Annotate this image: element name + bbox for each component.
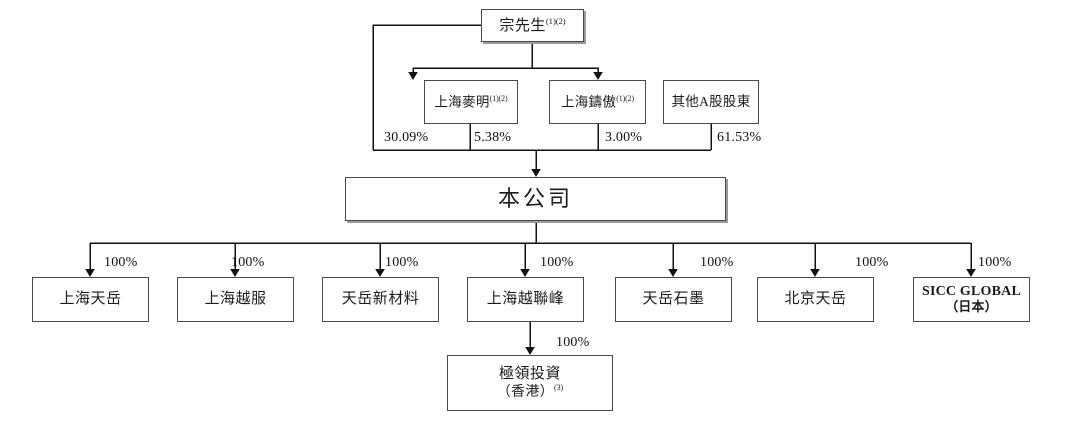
node-label-zong-xiansheng: 宗先生(1)(2) [499,15,566,34]
node-beijing-tianyue: 北京天岳 [757,277,874,322]
node-label-shanghai-yuelianfeng: 上海越聯峰 [486,290,565,307]
edge-zong-to-zhuao [532,67,599,74]
edge-label-pct-othera-company: 61.53% [717,130,762,145]
node-zong-xiansheng: 宗先生(1)(2) [481,9,584,42]
node-label-beijing-tianyue: 北京天岳 [784,290,847,307]
edge-label-pct-sicc: 100% [978,255,1012,270]
edge-zong-to-maiming [412,42,533,74]
node-other-a-shares: 其他A股股東 [663,80,759,124]
edge-label-pct-jiling: 100% [556,335,590,350]
node-jiling-touzi: 極領投資（香港）(3) [447,355,613,411]
node-sicc-global: SICC GLOBAL（日本） [913,277,1030,322]
node-shanghai-maiming: 上海麥明(1)(2) [424,80,518,124]
node-label2-jiling-touzi: （香港）(3) [496,383,564,399]
edge-label-pct-maiming-company: 5.38% [474,130,512,145]
edge-label-pct-zong-company: 30.09% [384,130,429,145]
edge-label-pct-yuelianfeng: 100% [540,255,574,270]
edge-label-pct-xincailiao: 100% [385,255,419,270]
node-label-tianyue-xincailiao: 天岳新材料 [341,290,420,307]
node-tianyue-xincailiao: 天岳新材料 [322,277,439,322]
node-the-company: 本公司 [345,177,726,221]
node-tianyue-shimo: 天岳石墨 [615,277,732,322]
node-shanghai-yuefu: 上海越服 [177,277,294,322]
node-label-sicc-global: SICC GLOBAL（日本） [921,283,1022,315]
node-sup2-jiling-touzi: (3) [554,383,564,393]
edge-label-pct-yuefu: 100% [231,255,265,270]
node-label-shanghai-yuefu: 上海越服 [204,290,267,307]
node-shanghai-yuelianfeng: 上海越聯峰 [467,277,584,322]
edge-label-pct-beijing: 100% [855,255,889,270]
node-label2-sicc-global: （日本） [945,300,998,315]
node-label-shanghai-tianyue: 上海天岳 [59,290,122,307]
edge-label-pct-shimo: 100% [700,255,734,270]
node-label-shanghai-zhuao: 上海鑄傲(1)(2) [561,93,634,110]
node-label-jiling-touzi: 極領投資（香港）(3) [496,365,564,399]
node-label-other-a-shares: 其他A股股東 [671,94,751,110]
node-sup-shanghai-zhuao: (1)(2) [616,93,634,103]
node-sup-shanghai-maiming: (1)(2) [489,93,508,103]
edge-label-pct-zhuao-company: 3.00% [605,130,643,145]
node-shanghai-zhuao: 上海鑄傲(1)(2) [549,80,646,124]
node-label-shanghai-maiming: 上海麥明(1)(2) [434,93,508,110]
node-sup-zong-xiansheng: (1)(2) [545,15,566,26]
node-shanghai-tianyue: 上海天岳 [32,277,149,322]
node-label-the-company: 本公司 [497,186,573,212]
edge-label-pct-tianyue: 100% [104,255,138,270]
node-label-tianyue-shimo: 天岳石墨 [642,290,705,307]
